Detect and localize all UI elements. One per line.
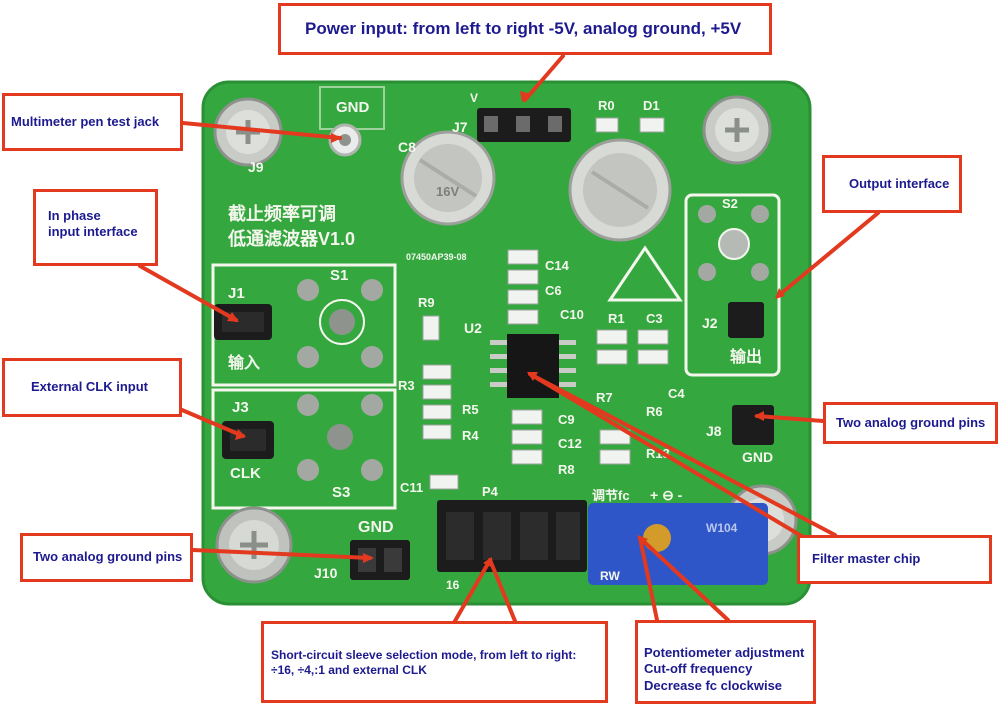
- callout-ground-pins-left: Two analog ground pins: [20, 533, 193, 582]
- label-title-line2: 低通滤波器V1.0: [227, 228, 355, 249]
- header-j10: [350, 540, 410, 580]
- label-gnd-top: GND: [336, 99, 370, 116]
- label-r3: R3: [398, 378, 415, 393]
- label-r1: R1: [608, 311, 625, 326]
- label-u2: U2: [464, 320, 482, 336]
- label-j10: J10: [314, 565, 338, 581]
- label-j2: J2: [702, 315, 718, 331]
- label-v: V: [470, 91, 478, 105]
- callout-ground-pins-right: Two analog ground pins: [823, 402, 998, 444]
- callout-jumper-mode: Short-circuit sleeve selection mode, fro…: [261, 621, 608, 703]
- label-serial: 07450AP39-08: [406, 252, 467, 262]
- label-d1: D1: [643, 98, 660, 113]
- label-clk: CLK: [230, 465, 261, 482]
- screw-bottom-left: [215, 506, 293, 584]
- callout-sleeve-line1: Short-circuit sleeve selection mode, fro…: [271, 648, 577, 662]
- label-c11: C11: [400, 480, 423, 495]
- label-c14: C14: [545, 258, 570, 273]
- callout-chip-line1: Filter master chip: [812, 551, 921, 567]
- label-j9: J9: [248, 159, 264, 175]
- callout-power-input: Power input: from left to right -5V, ana…: [278, 3, 772, 55]
- label-in: 输入: [228, 353, 260, 372]
- label-j7: J7: [452, 119, 468, 135]
- label-gnd-bottom: GND: [358, 519, 394, 536]
- callout-sleeve-line2: ÷16, ÷4,:1 and external CLK: [271, 663, 427, 677]
- header-j3: [222, 421, 274, 459]
- label-p16: 16: [446, 578, 460, 592]
- callout-potentiometer: Potentiometer adjustment Cut-off frequen…: [635, 620, 816, 704]
- header-j1: [214, 304, 272, 340]
- label-r8: R8: [558, 462, 575, 477]
- label-pot-text: W104: [706, 521, 738, 535]
- label-r5: R5: [462, 402, 479, 417]
- callout-ground-right-line1: Two analog ground pins: [836, 414, 986, 430]
- jumper-block-p4: [437, 500, 587, 572]
- label-r4: R4: [462, 428, 479, 443]
- label-c10: C10: [560, 307, 584, 322]
- label-c12: C12: [558, 436, 582, 451]
- callout-power-line1: Power input: from left to right -5V, ana…: [305, 19, 742, 39]
- label-c9: C9: [558, 412, 575, 427]
- label-title-line1: 截止频率可调: [228, 203, 336, 224]
- label-r13: R13: [646, 446, 670, 461]
- esd-warning-icon: [607, 245, 683, 302]
- callout-pot-line3: Decrease fc clockwise: [644, 677, 783, 693]
- switch-s3-pads: [297, 394, 383, 481]
- screw-top-right: [702, 95, 772, 165]
- label-r7: R7: [596, 390, 613, 405]
- label-r6: R6: [646, 404, 663, 419]
- label-c6: C6: [545, 283, 562, 298]
- label-s1: S1: [330, 267, 348, 284]
- power-header-j7: [477, 108, 571, 142]
- callout-in-phase-line2: input interface: [48, 224, 138, 240]
- switch-s1-pads: [297, 279, 383, 368]
- callout-in-phase-input: In phase input interface: [33, 189, 158, 266]
- callout-external-clk-line1: External CLK input: [31, 379, 149, 395]
- callout-arrows: [138, 54, 880, 623]
- callout-pot-line2: Cut-off frequency: [644, 661, 753, 677]
- callout-in-phase-line1: In phase: [48, 208, 101, 223]
- label-adjust-fc: 调节fc: [592, 488, 630, 503]
- label-c3: C3: [646, 311, 663, 326]
- callout-output-interface: Output interface: [822, 155, 962, 213]
- smd-components: [422, 249, 669, 490]
- callout-output-line1: Output interface: [849, 175, 950, 191]
- callout-filter-chip: Filter master chip: [797, 535, 992, 584]
- label-pot-sign: + ⊖ -: [650, 487, 683, 503]
- label-r9: R9: [418, 295, 435, 310]
- callout-pot-line1: Potentiometer adjustment: [644, 645, 805, 660]
- callout-test-jack: Multimeter pen test jack: [2, 93, 183, 151]
- switch-s2-pads: [698, 205, 769, 281]
- label-out: 输出: [730, 347, 762, 366]
- capacitor-right: [568, 138, 672, 242]
- callout-ground-left-line1: Two analog ground pins: [33, 549, 183, 565]
- label-j3: J3: [232, 399, 249, 416]
- label-r0: R0: [598, 98, 615, 113]
- label-p4: P4: [482, 484, 499, 499]
- callout-external-clk: External CLK input: [2, 358, 182, 417]
- test-jack: [328, 123, 362, 157]
- header-j2: [728, 302, 764, 338]
- screw-top-left: [213, 97, 283, 167]
- label-s3: S3: [332, 484, 350, 501]
- label-j1: J1: [228, 285, 245, 302]
- label-s2: S2: [722, 196, 738, 211]
- label-c8: C8: [398, 139, 416, 155]
- label-gnd-right: GND: [742, 449, 773, 465]
- callout-test-jack-line1: Multimeter pen test jack: [11, 113, 160, 129]
- label-cap-rating: 16V: [436, 184, 459, 199]
- header-j8: [732, 405, 774, 445]
- capacitor-c8: [400, 130, 496, 226]
- label-c4: C4: [668, 386, 685, 401]
- label-j8: J8: [706, 423, 722, 439]
- label-rw: RW: [600, 569, 620, 583]
